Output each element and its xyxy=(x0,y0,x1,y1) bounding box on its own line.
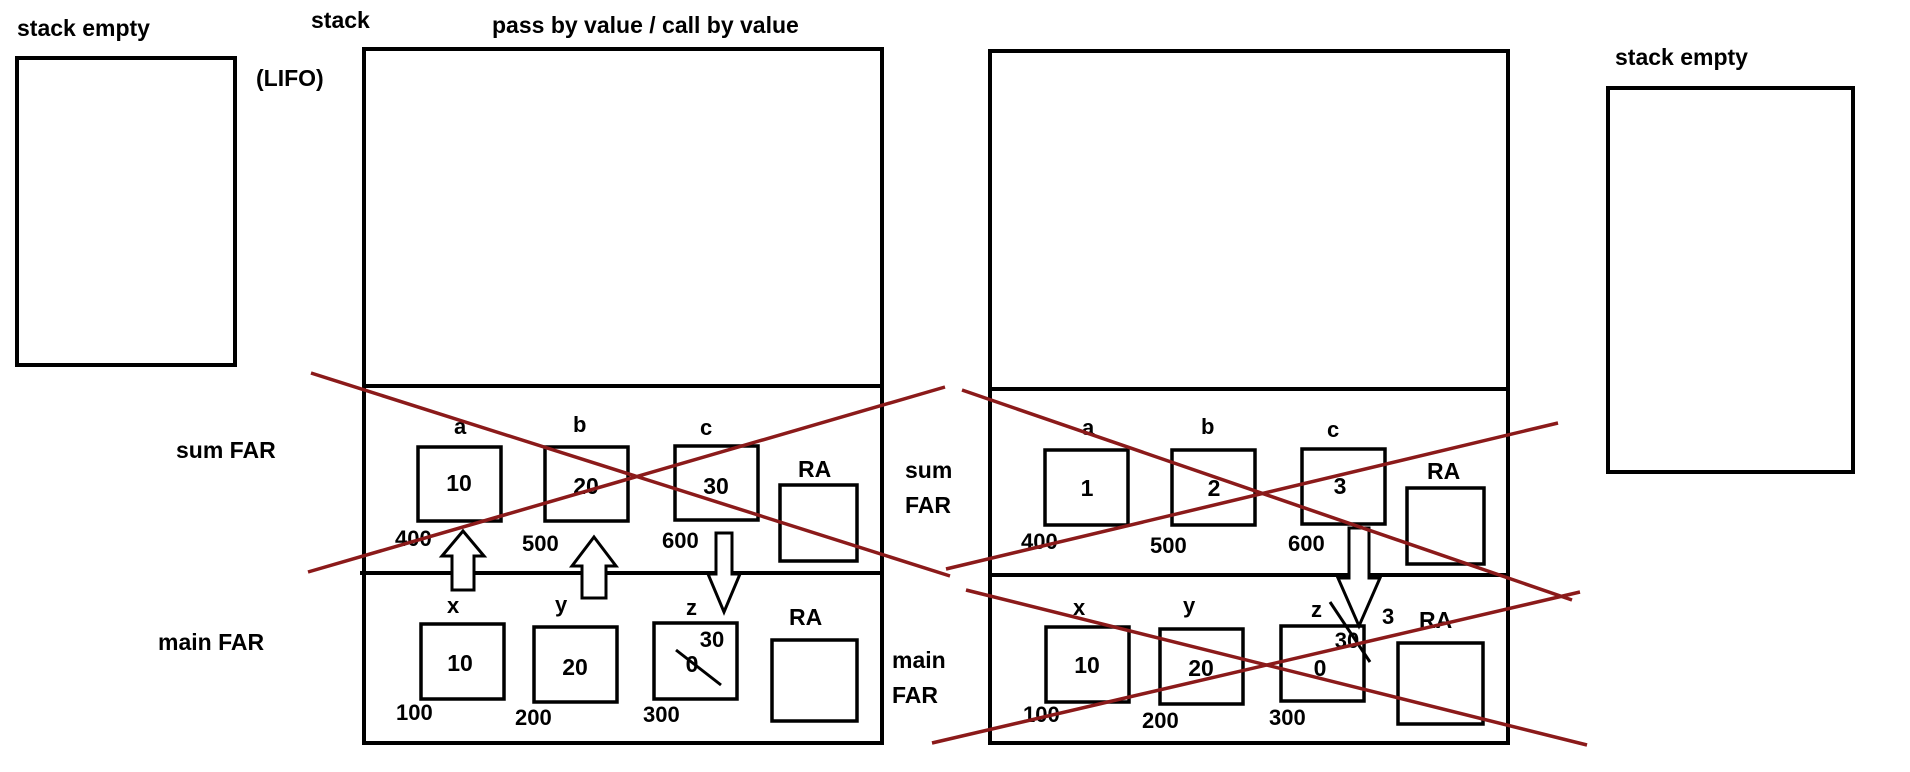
lifo-label: (LIFO) xyxy=(256,65,324,91)
cell-x xyxy=(1044,625,1131,704)
cross-out-line xyxy=(931,590,1581,745)
main-far-label-left: main FAR xyxy=(158,629,264,655)
return-arrow-down-icon xyxy=(1335,526,1383,630)
address-600: 600 xyxy=(1288,531,1325,556)
cell-z xyxy=(652,621,739,701)
cell-y xyxy=(1158,627,1245,706)
value-a: 10 xyxy=(446,470,472,496)
value-x: 10 xyxy=(1074,652,1100,678)
stack-label: stack xyxy=(311,7,370,33)
value-b: 2 xyxy=(1208,475,1221,501)
ra-label-sum: RA xyxy=(798,456,831,482)
right-stack: sum FAR main FAR a b c 1 2 3 RA 400 500 … xyxy=(892,49,1588,747)
cell-c xyxy=(1300,447,1387,526)
cell-b xyxy=(543,445,630,523)
cell-b xyxy=(1170,448,1257,527)
stack-empty-label-right: stack empty xyxy=(1615,44,1748,70)
cross-out-line xyxy=(307,385,946,574)
cell-y xyxy=(532,625,619,704)
left-main-frame: x y z 10 20 0 30 RA 100 200 300 xyxy=(396,592,859,730)
address-200: 200 xyxy=(1142,708,1179,733)
cell-ra-sum xyxy=(778,483,859,563)
var-name-c: c xyxy=(700,415,712,440)
cell-ra-sum xyxy=(1405,486,1486,566)
diagram-title: pass by value / call by value xyxy=(492,12,799,38)
left-stack-outline xyxy=(362,47,884,745)
var-name-x: x xyxy=(1073,595,1086,620)
var-name-z: z xyxy=(1311,597,1322,622)
address-200: 200 xyxy=(515,705,552,730)
value-z-new: 30 xyxy=(700,627,724,652)
value-a: 1 xyxy=(1081,475,1094,501)
stack-empty-label-left: stack empty xyxy=(17,15,150,41)
left-stack: sum FAR main FAR a b c 10 20 30 RA 400 5… xyxy=(158,47,951,745)
cross-out-line xyxy=(961,388,1573,602)
address-300: 300 xyxy=(643,702,680,727)
cross-out-line xyxy=(945,421,1559,571)
address-500: 500 xyxy=(522,531,559,556)
main-label-right: main xyxy=(892,647,946,673)
return-arrow-down-icon xyxy=(705,531,743,616)
cell-z xyxy=(1279,624,1366,703)
var-name-x: x xyxy=(447,593,460,618)
cell-ra-main xyxy=(770,638,859,723)
ra-label-main: RA xyxy=(789,604,822,630)
address-100: 100 xyxy=(396,700,433,725)
var-name-y: y xyxy=(1183,593,1196,618)
value-c: 3 xyxy=(1334,473,1347,499)
far-label-right-sum: FAR xyxy=(905,492,951,518)
address-500: 500 xyxy=(1150,533,1187,558)
ra-label-sum: RA xyxy=(1427,458,1460,484)
value-x: 10 xyxy=(447,650,473,676)
sum-label-right: sum xyxy=(905,457,952,483)
value-z-old: 0 xyxy=(1314,655,1327,681)
value-c: 30 xyxy=(703,473,729,499)
copy-arrow-up-icon xyxy=(568,534,620,600)
cell-a xyxy=(416,445,503,523)
right-stack-outline xyxy=(988,49,1510,745)
var-name-z: z xyxy=(686,595,697,620)
far-label-right-main: FAR xyxy=(892,682,938,708)
value-z-side: 3 xyxy=(1382,604,1394,629)
strike-through xyxy=(675,648,722,687)
var-name-c: c xyxy=(1327,417,1339,442)
cell-x xyxy=(419,622,506,701)
cell-a xyxy=(1043,448,1130,527)
strike-through xyxy=(1328,601,1372,663)
var-name-y: y xyxy=(555,592,568,617)
var-name-b: b xyxy=(1201,414,1214,439)
address-600: 600 xyxy=(662,528,699,553)
empty-stack-box-right xyxy=(1606,86,1855,474)
copy-arrow-up-icon xyxy=(438,528,488,592)
sum-far-label-left: sum FAR xyxy=(176,437,276,463)
cross-out-line xyxy=(965,588,1588,747)
var-name-b: b xyxy=(573,412,586,437)
cell-c xyxy=(673,444,760,522)
cross-out-line xyxy=(310,371,951,578)
right-sum-frame: a b c 1 2 3 RA 400 500 600 xyxy=(1021,414,1486,566)
address-300: 300 xyxy=(1269,705,1306,730)
cell-ra-main xyxy=(1396,641,1485,726)
value-y: 20 xyxy=(562,654,588,680)
empty-stack-box-left xyxy=(15,56,237,367)
